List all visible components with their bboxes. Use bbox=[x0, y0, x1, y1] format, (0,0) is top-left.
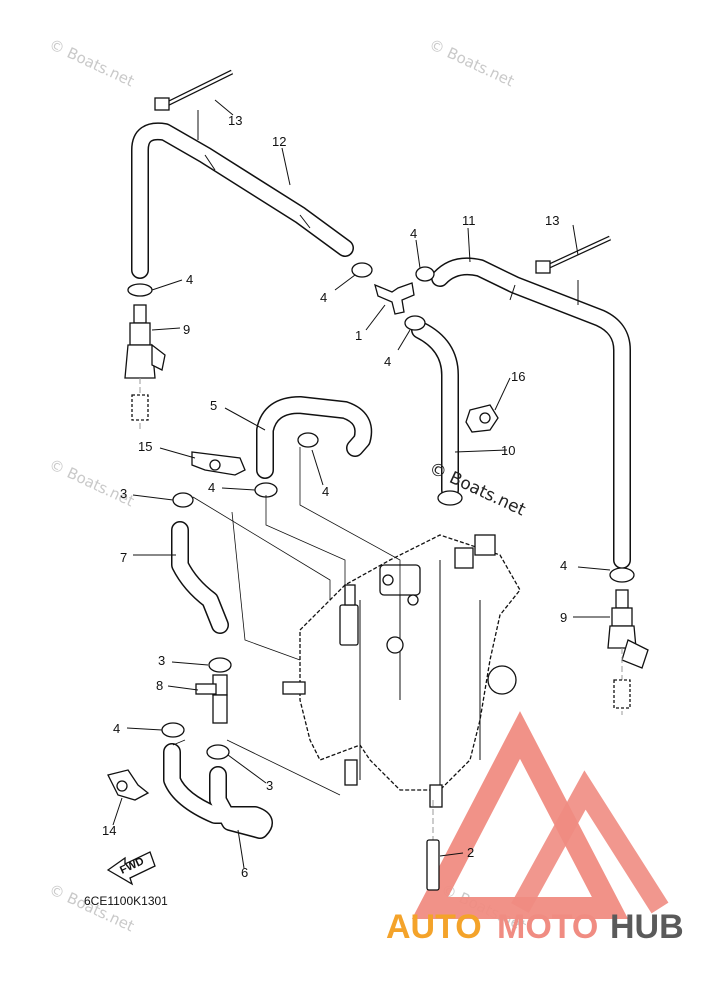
clip-3-top bbox=[172, 492, 194, 508]
callout-9-right: 9 bbox=[560, 610, 567, 625]
clip-4-hose10 bbox=[437, 490, 463, 506]
holder-part-16 bbox=[465, 404, 499, 433]
callout-13-right: 13 bbox=[545, 213, 559, 228]
callout-4-left-top: 4 bbox=[186, 272, 193, 287]
callout-5: 5 bbox=[210, 398, 217, 413]
callout-4-center-top: 4 bbox=[410, 226, 417, 241]
callout-13-left: 13 bbox=[228, 113, 242, 128]
clip-4-center-top bbox=[415, 266, 435, 282]
leader-lines bbox=[112, 99, 611, 869]
joint-part-8 bbox=[195, 674, 228, 724]
clip-4-center-left bbox=[351, 262, 373, 278]
watermark-top-left: © Boats.net bbox=[46, 35, 137, 90]
clip-3-bottom bbox=[206, 744, 230, 760]
logo-text-auto: AUTO bbox=[386, 908, 482, 946]
diagram-code: 6CE1100K1301 bbox=[84, 894, 168, 908]
hose-5 bbox=[256, 396, 373, 479]
callout-2: 2 bbox=[467, 845, 474, 860]
callout-16: 16 bbox=[511, 369, 525, 384]
callout-3-bottom: 3 bbox=[266, 778, 273, 793]
tie-13-right bbox=[535, 235, 612, 274]
callout-4-hose5-right: 4 bbox=[322, 484, 329, 499]
callout-4-center-left: 4 bbox=[320, 290, 327, 305]
callout-4-bottom: 4 bbox=[113, 721, 120, 736]
logo-text-moto: MOTO bbox=[497, 908, 598, 946]
fwd-arrow: FWD bbox=[106, 851, 156, 886]
clip-4-hose5-right bbox=[297, 432, 319, 448]
fuel-filter-body bbox=[282, 534, 521, 808]
callout-12: 12 bbox=[272, 134, 286, 149]
connector-part-9-right bbox=[607, 589, 649, 715]
hose-12 bbox=[131, 122, 354, 279]
watermark-mid-left: © Boats.net bbox=[46, 455, 137, 510]
callout-9-left: 9 bbox=[183, 322, 190, 337]
clip-4-hose5 bbox=[254, 482, 278, 498]
callout-10: 10 bbox=[501, 443, 515, 458]
holder-part-14 bbox=[107, 769, 150, 801]
clip-4-left-top bbox=[127, 283, 153, 297]
tie-13-left bbox=[154, 69, 234, 111]
callout-4-hose5: 4 bbox=[208, 480, 215, 495]
callout-8: 8 bbox=[156, 678, 163, 693]
hose-11 bbox=[431, 257, 631, 569]
callout-15: 15 bbox=[138, 439, 152, 454]
logo-triangle-right bbox=[511, 770, 669, 914]
hose-7 bbox=[171, 521, 229, 634]
watermark-top-right: © Boats.net bbox=[426, 35, 517, 90]
callout-4-right: 4 bbox=[560, 558, 567, 573]
callout-14: 14 bbox=[102, 823, 116, 838]
assembly-lines bbox=[172, 447, 401, 796]
holder-part-15 bbox=[191, 451, 246, 476]
callout-3-top: 3 bbox=[120, 486, 127, 501]
clips bbox=[127, 262, 635, 760]
callout-11: 11 bbox=[462, 213, 476, 228]
clip-4-bottom bbox=[161, 722, 185, 738]
callout-7: 7 bbox=[120, 550, 127, 565]
joint-part-1 bbox=[374, 282, 415, 315]
hose-10 bbox=[411, 321, 459, 499]
clip-4-right bbox=[609, 567, 635, 583]
clip-3-mid bbox=[208, 657, 232, 673]
automotohub-logo: AUTO MOTO HUB bbox=[386, 711, 684, 946]
logo-text-hub: HUB bbox=[610, 908, 684, 946]
callout-1: 1 bbox=[355, 328, 362, 343]
callout-labels: 13 12 11 13 4 4 4 4 1 9 16 5 10 15 4 4 3… bbox=[102, 113, 567, 880]
callout-3-mid: 3 bbox=[158, 653, 165, 668]
hose-6 bbox=[163, 743, 273, 839]
callout-6: 6 bbox=[241, 865, 248, 880]
connector-part-9-left bbox=[124, 304, 166, 430]
pipe-part-2 bbox=[426, 800, 440, 891]
clip-4-center-bottom bbox=[404, 315, 426, 331]
callout-4-center-bottom: 4 bbox=[384, 354, 391, 369]
